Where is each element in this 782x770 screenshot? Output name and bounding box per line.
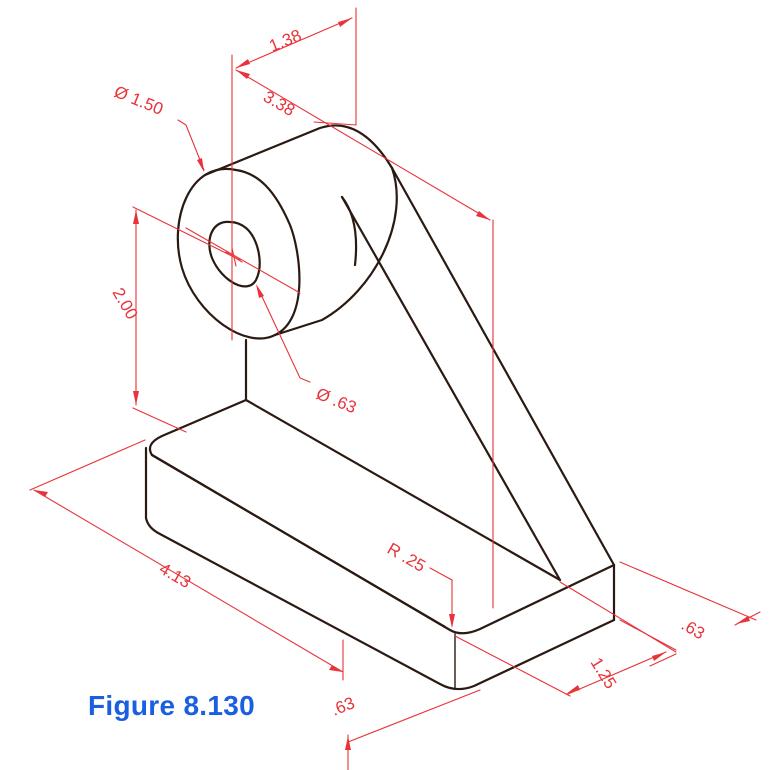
label-3-38: 3.38 xyxy=(260,87,298,120)
ext-line-3-38 xyxy=(313,121,357,126)
ext-line-1-25 xyxy=(559,581,677,653)
base-top-back-edge xyxy=(148,398,616,635)
leader-r-25 xyxy=(429,567,453,627)
arrow xyxy=(345,736,351,750)
arrow xyxy=(566,685,580,694)
ext-line-2-00-bottom xyxy=(132,407,187,433)
label-dia-63: Ø .63 xyxy=(314,384,360,417)
cylinder-back-curve xyxy=(273,166,398,337)
ext-line-63-right-top xyxy=(619,561,757,621)
dim-line-63-right-b xyxy=(649,653,677,667)
dim-line-3-38 xyxy=(235,69,491,221)
label-63-right: .63 xyxy=(678,615,708,643)
ext-line-4-13-left xyxy=(29,439,146,491)
label-r-25: R .25 xyxy=(384,539,429,576)
arrow xyxy=(652,652,666,661)
label-4-13: 4.13 xyxy=(156,559,194,592)
ext-line-1-25-left xyxy=(454,635,571,697)
arrow xyxy=(449,614,455,628)
object-outline xyxy=(144,124,616,691)
cylinder-hole xyxy=(208,220,261,288)
arrow xyxy=(329,665,343,672)
label-1-25: 1.25 xyxy=(587,654,621,692)
web-slanted-back-edge xyxy=(390,166,616,567)
base-bottom-front-edge xyxy=(144,516,616,691)
leader-dia-1-50 xyxy=(177,119,205,171)
ext-line-2-00-top xyxy=(132,206,241,261)
arrow xyxy=(133,210,139,224)
dim-line-63-bottom xyxy=(347,689,481,743)
centerline-horizontal xyxy=(185,227,301,294)
arrow xyxy=(476,211,490,220)
web-front-bottom-edge xyxy=(244,398,562,582)
cylinder-front-face xyxy=(176,167,301,340)
arrow xyxy=(236,59,250,68)
label-2-00: 2.00 xyxy=(109,285,142,323)
arrow xyxy=(197,158,204,172)
arrow xyxy=(133,391,139,405)
arrow xyxy=(338,18,352,27)
dim-line-1-25 xyxy=(567,651,667,695)
arrow xyxy=(34,490,48,497)
dimension-labels: 1.38 3.38 Ø 1.50 2.00 Ø .63 4.13 R .25 .… xyxy=(109,26,708,720)
figure-caption: Figure 8.130 xyxy=(88,690,256,721)
dimension-lines xyxy=(29,7,761,770)
label-63-bottom: .63 xyxy=(328,693,357,719)
leader-dia-63 xyxy=(257,287,311,383)
arrow xyxy=(236,70,250,79)
label-dia-1-50: Ø 1.50 xyxy=(112,82,166,119)
dim-line-4-13 xyxy=(33,489,344,673)
label-1-38: 1.38 xyxy=(266,26,304,56)
web-slanted-front-edge xyxy=(340,195,562,582)
dim-line-1-38 xyxy=(235,17,353,69)
web-top-edge-to-cylinder xyxy=(340,195,358,267)
arrow xyxy=(736,616,750,624)
cylinder-top-edge xyxy=(203,124,394,177)
base-front-top-edge xyxy=(150,453,447,629)
arrow xyxy=(256,284,264,298)
